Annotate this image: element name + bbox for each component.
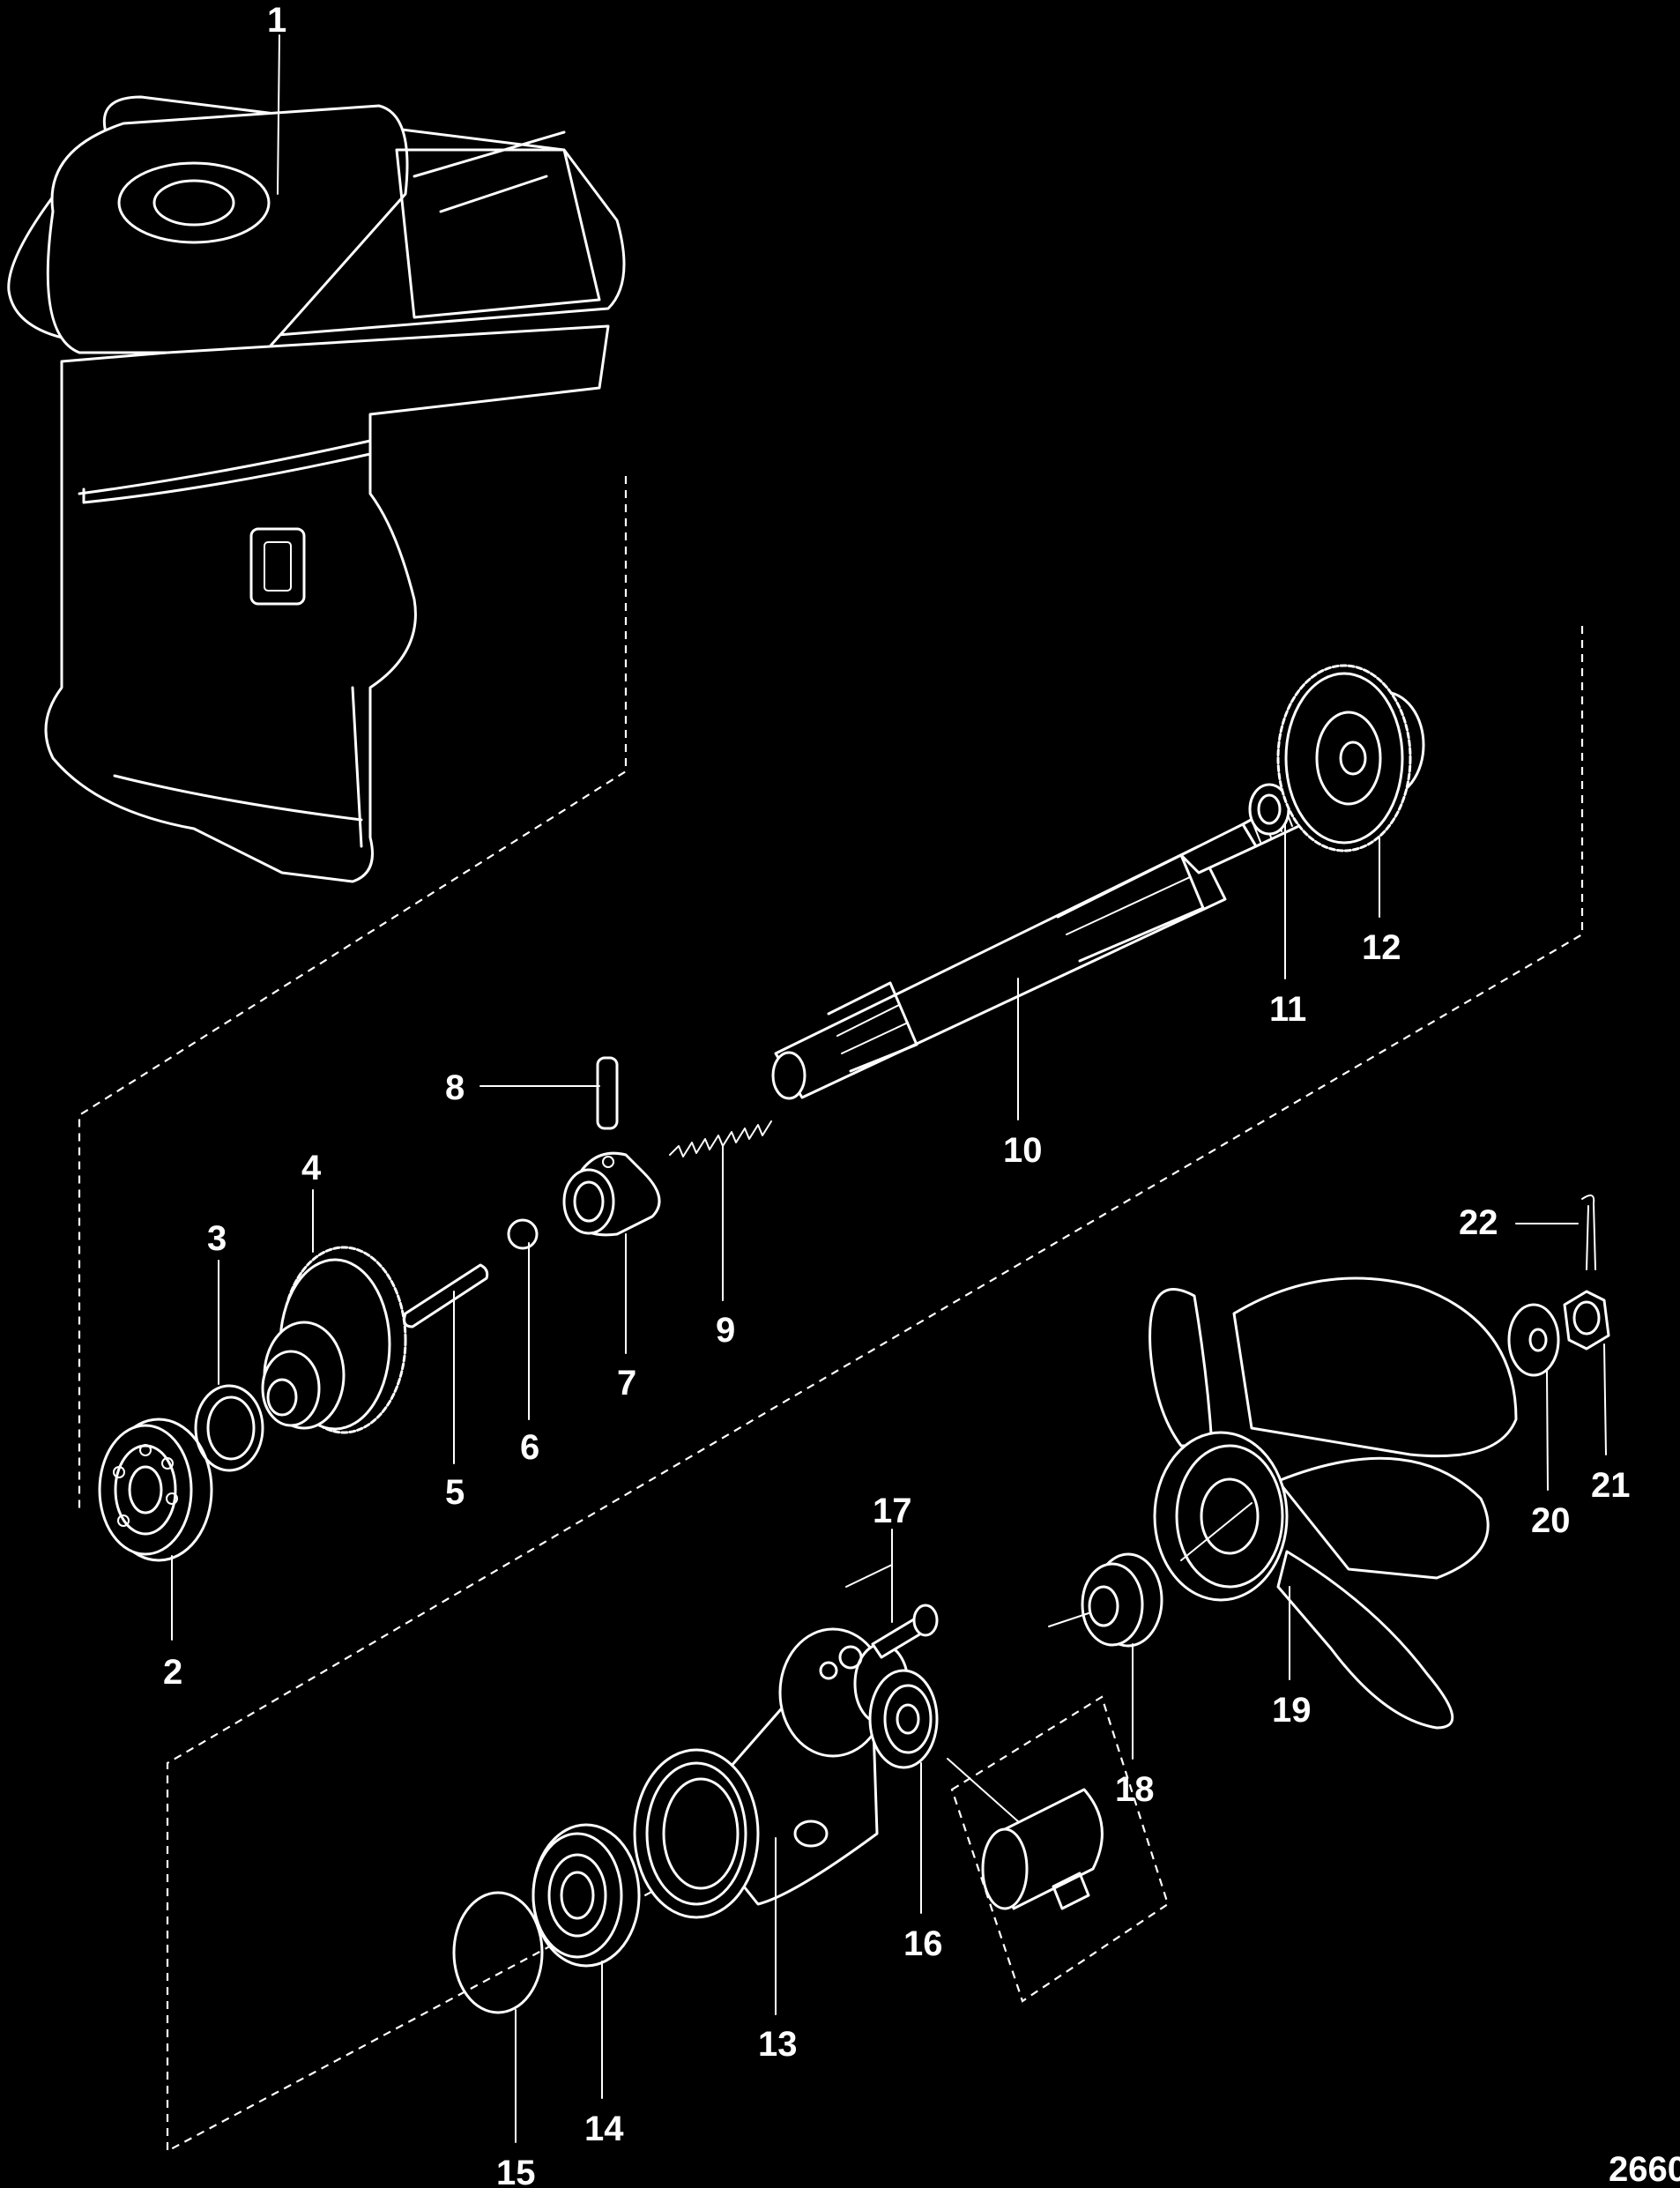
callout-14: 14 bbox=[584, 2110, 624, 2148]
assembly-outline-lower bbox=[166, 626, 1584, 2153]
callout-19: 19 bbox=[1272, 1691, 1312, 1730]
part-12-forward-gear bbox=[1276, 664, 1425, 852]
part-9-spring bbox=[669, 1120, 772, 1157]
callout-10: 10 bbox=[1003, 1131, 1043, 1170]
part-15-o-ring bbox=[452, 1891, 544, 2014]
part-22-cotter-pin bbox=[1581, 1194, 1596, 1270]
callout-15: 15 bbox=[496, 2154, 536, 2188]
part-16-seal bbox=[868, 1669, 939, 1769]
part-21-castle-nut bbox=[1563, 1290, 1610, 1351]
part-18-thrust-hub bbox=[1048, 1552, 1163, 1648]
callout-22: 22 bbox=[1459, 1203, 1498, 1242]
part-17-screw bbox=[838, 1604, 939, 1670]
callout-1: 1 bbox=[267, 1, 286, 40]
callout-21: 21 bbox=[1591, 1466, 1631, 1505]
callout-20: 20 bbox=[1531, 1501, 1571, 1540]
part-1-gearcase-housing bbox=[7, 95, 626, 883]
callout-2: 2 bbox=[163, 1653, 182, 1692]
assembly-outline-upper bbox=[78, 476, 628, 1512]
figure-reference-number: 2660 bbox=[1609, 2150, 1680, 2188]
callout-11: 11 bbox=[1269, 990, 1306, 1029]
part-10-propeller-shaft bbox=[771, 796, 1305, 1100]
part-8-cross-pin bbox=[596, 1056, 619, 1130]
part-13-bearing-carrier bbox=[633, 1627, 910, 1919]
part-2-bearing bbox=[98, 1418, 213, 1562]
callout-13: 13 bbox=[758, 2025, 798, 2064]
callout-6: 6 bbox=[520, 1428, 539, 1467]
part-19-propeller bbox=[1148, 1276, 1518, 1730]
callout-7: 7 bbox=[617, 1364, 636, 1403]
part-6-ball bbox=[507, 1218, 539, 1250]
callout-16: 16 bbox=[903, 1924, 943, 1963]
part-14-bearing bbox=[532, 1823, 641, 1968]
part-5-pin bbox=[403, 1263, 489, 1328]
callout-12: 12 bbox=[1362, 928, 1401, 967]
callout-9: 9 bbox=[716, 1311, 735, 1350]
seal-detail-inset bbox=[947, 1695, 1170, 2003]
part-20-washer bbox=[1507, 1303, 1560, 1377]
callout-18: 18 bbox=[1115, 1770, 1155, 1809]
callout-5: 5 bbox=[445, 1473, 465, 1512]
part-7-clutch bbox=[562, 1151, 661, 1237]
part-3-shim bbox=[194, 1384, 264, 1472]
part-4-gear bbox=[261, 1246, 407, 1434]
callout-8: 8 bbox=[445, 1068, 465, 1107]
leader-lines bbox=[171, 34, 1607, 2143]
callout-4: 4 bbox=[301, 1149, 322, 1187]
callout-17: 17 bbox=[873, 1492, 912, 1530]
callout-labels: 1 2 3 4 5 6 7 8 9 10 11 12 13 14 15 16 1… bbox=[163, 1, 1631, 2188]
callout-3: 3 bbox=[207, 1219, 227, 1258]
